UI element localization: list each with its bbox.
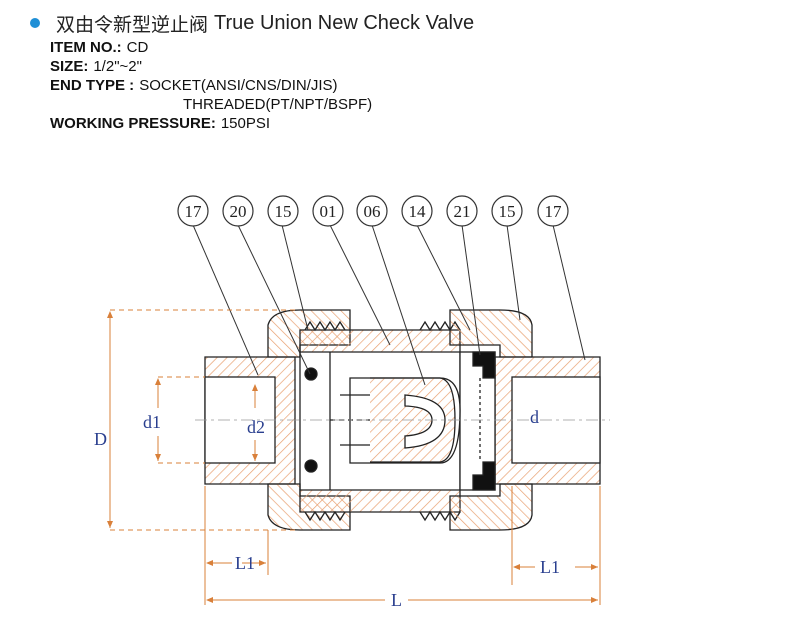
end-type-label: END TYPE : [50,77,135,94]
callout-number: 17 [185,202,203,221]
callout-leaders [192,224,586,386]
callout-bubble: 17 [177,195,209,227]
seal-bottom-right [472,461,496,491]
callout-circle [537,195,569,227]
callout-number: 06 [364,202,381,221]
size-value: 1/2"~2" [93,58,142,75]
valve-body [195,309,610,531]
callout-bubble: 06 [356,195,388,227]
callout-number: 01 [320,202,337,221]
bullet-icon [30,18,40,28]
title-english: True Union New Check Valve [214,11,475,34]
end-type-value-1: SOCKET(ANSI/CNS/DIN/JIS) [139,77,338,94]
seal-top-right [472,351,496,379]
callout-circle [401,195,433,227]
dim-label-D: D [94,429,107,449]
callout-number: 17 [545,202,563,221]
callout-bubble: 21 [446,195,478,227]
dim-label-d2: d2 [247,417,265,437]
title-chinese: 双由令新型逆止阀 [56,13,209,36]
callout-number: 14 [409,202,427,221]
right-union-nut-bottom [449,483,533,531]
o-ring-top-left [304,367,318,381]
callout-circle [267,195,299,227]
dim-label-L1-left: L1 [235,553,255,573]
dim-label-L: L [391,590,402,610]
dimension-lines [107,309,601,605]
spec-end-type: END TYPE : SOCKET(ANSI/CNS/DIN/JIS) [50,76,780,95]
callout-bubble: 15 [267,195,299,227]
dim-label-d: d [530,407,539,427]
dim-label-L1-right: L1 [540,557,560,577]
spec-end-type-2: THREADED(PT/NPT/BSPF) [50,95,780,114]
callout-circle [177,195,209,227]
callout-bubble: 15 [491,195,523,227]
callout-number: 20 [230,202,247,221]
callout-bubble: 17 [537,195,569,227]
callout-bubble: 14 [401,195,433,227]
pressure-value: 150PSI [220,115,271,132]
spec-pressure: WORKING PRESSURE: 150PSI [50,114,780,133]
main-body-bottom [299,489,461,513]
callout-circle [446,195,478,227]
callout-number: 21 [454,202,471,221]
header: 双由令新型逆止阀 True Union New Check Valve ITEM… [20,8,780,133]
item-no-label: ITEM NO.: [50,39,122,56]
item-no-value: CD [126,39,149,56]
spec-list: ITEM NO.: CD SIZE: 1/2"~2" END TYPE : SO… [50,38,780,133]
right-union-nut-top [449,309,533,358]
callout-bubble: 01 [312,195,344,227]
callout-circle [312,195,344,227]
callout-circle [222,195,254,227]
callout-bubbles: 17 20 15 01 06 14 21 15 17 [177,195,569,227]
callout-circle [491,195,523,227]
callout-circle [356,195,388,227]
end-type-value-2: THREADED(PT/NPT/BSPF) [183,96,373,113]
dimension-labels: D d1 d2 d L1 L1 L [94,407,560,610]
pressure-label: WORKING PRESSURE: [50,115,216,132]
dim-label-d1: d1 [143,412,161,432]
main-body-top [299,329,461,353]
title-row: 双由令新型逆止阀 True Union New Check Valve [20,8,780,38]
spec-item-no: ITEM NO.: CD [50,38,780,57]
callout-bubble: 20 [222,195,254,227]
callout-number: 15 [499,202,516,221]
size-label: SIZE: [50,58,89,75]
callout-number: 15 [275,202,292,221]
o-ring-bottom-left [304,459,318,473]
spec-size: SIZE: 1/2"~2" [50,57,780,76]
